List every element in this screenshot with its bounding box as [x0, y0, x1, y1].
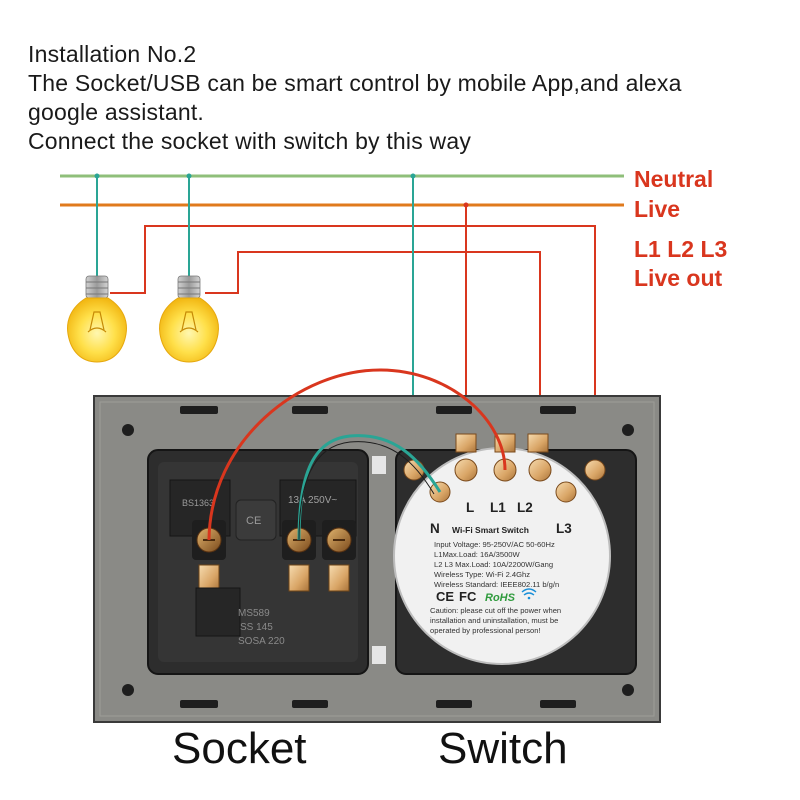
wifi-icon — [521, 588, 537, 600]
mounting-hole — [622, 684, 634, 696]
mounting-slot — [180, 700, 218, 708]
mounting-hole — [622, 424, 634, 436]
divider-clip — [372, 646, 386, 664]
socket-code-line-1: MS589 — [238, 608, 270, 619]
switch-spec-line-4: Wireless Type: Wi-Fi 2.4Ghz — [434, 570, 530, 579]
mounting-slot — [292, 700, 328, 708]
switch-fc-mark: FC — [459, 589, 477, 604]
switch-top-terminals-icon — [403, 433, 606, 503]
socket-code-line-3: SOSA 220 — [238, 636, 285, 647]
junction-dot — [186, 173, 192, 179]
live-out-wire-l2 — [205, 251, 541, 440]
mounting-slot — [436, 406, 472, 414]
switch-module: L L1 L2 N Wi-Fi Smart Switch L3 Input Vo… — [393, 433, 637, 675]
divider-clip — [372, 456, 386, 474]
instruction-heading: Installation No.2 The Socket/USB can be … — [28, 40, 788, 156]
mounting-slot — [180, 406, 218, 414]
live-out-wire-l1 — [110, 225, 596, 472]
switch-caution-line-1: Caution: please cut off the power when — [430, 606, 561, 615]
mounting-slot — [540, 700, 576, 708]
mounting-hole — [122, 424, 134, 436]
switch-terminal-n-label: N — [430, 521, 440, 536]
mounting-slot — [540, 406, 576, 414]
mounting-slot — [436, 700, 472, 708]
switch-terminal-l3-label: L3 — [556, 521, 572, 536]
switch-caution-line-2: installation and uninstallation, must be — [430, 616, 558, 625]
socket-ce-mark: CE — [246, 515, 261, 527]
switch-terminal-l-label: L — [466, 500, 474, 515]
socket-caption: Socket — [172, 724, 307, 773]
live-legend-label: Live — [634, 196, 681, 222]
switch-ce-mark: CE — [436, 589, 454, 604]
junction-dot — [94, 173, 100, 179]
heading-line-2: The Socket/USB can be smart control by m… — [28, 70, 682, 96]
neutral-jumper-wire — [297, 434, 442, 541]
switch-model-label: Wi-Fi Smart Switch — [452, 525, 529, 535]
mounting-hole — [122, 684, 134, 696]
junction-dot — [410, 173, 416, 179]
mounting-slot — [292, 406, 328, 414]
light-bulb-2-icon — [159, 275, 219, 363]
l1-l2-l3-legend-label: L1 L2 L3 — [634, 236, 728, 262]
heading-line-1: Installation No.2 — [28, 41, 197, 67]
socket-earth-terminal-icon — [322, 520, 356, 592]
live-out-legend-label: Live out — [634, 265, 723, 291]
switch-terminal-l1-label: L1 — [490, 500, 506, 515]
neutral-legend-label: Neutral — [634, 166, 714, 192]
switch-caption: Switch — [438, 724, 568, 773]
switch-spec-line-1: Input Voltage: 95-250V/AC 50-60Hz — [434, 540, 555, 549]
socket-code-line-2: SS 145 — [240, 622, 273, 633]
live-jumper-wire — [207, 368, 507, 541]
switch-spec-line-3: L2 L3 Max.Load: 10A/2200W/Gang — [434, 560, 553, 569]
neutral-jumper-wire-inner — [298, 441, 435, 541]
socket-rating-label: 13A 250V~ — [288, 495, 337, 506]
switch-spec-line-5: Wireless Standard: IEEE802.11 b/g/n — [434, 580, 559, 589]
light-bulb-1-icon — [67, 275, 127, 363]
switch-spec-line-2: L1Max.Load: 16A/3500W — [434, 550, 521, 559]
socket-standard-mark: BS1363 — [182, 498, 214, 508]
heading-line-3: google assistant. — [28, 99, 205, 125]
junction-dot — [463, 202, 469, 208]
switch-rohs-mark: RoHS — [485, 592, 516, 604]
socket-module: BS1363 13A 250V~ CE MS589 SS 145 SOSA 22… — [147, 449, 369, 675]
switch-terminal-l2-label: L2 — [517, 500, 533, 515]
heading-line-4: Connect the socket with switch by this w… — [28, 128, 472, 154]
switch-caution-line-3: operated by professional person! — [430, 626, 541, 635]
